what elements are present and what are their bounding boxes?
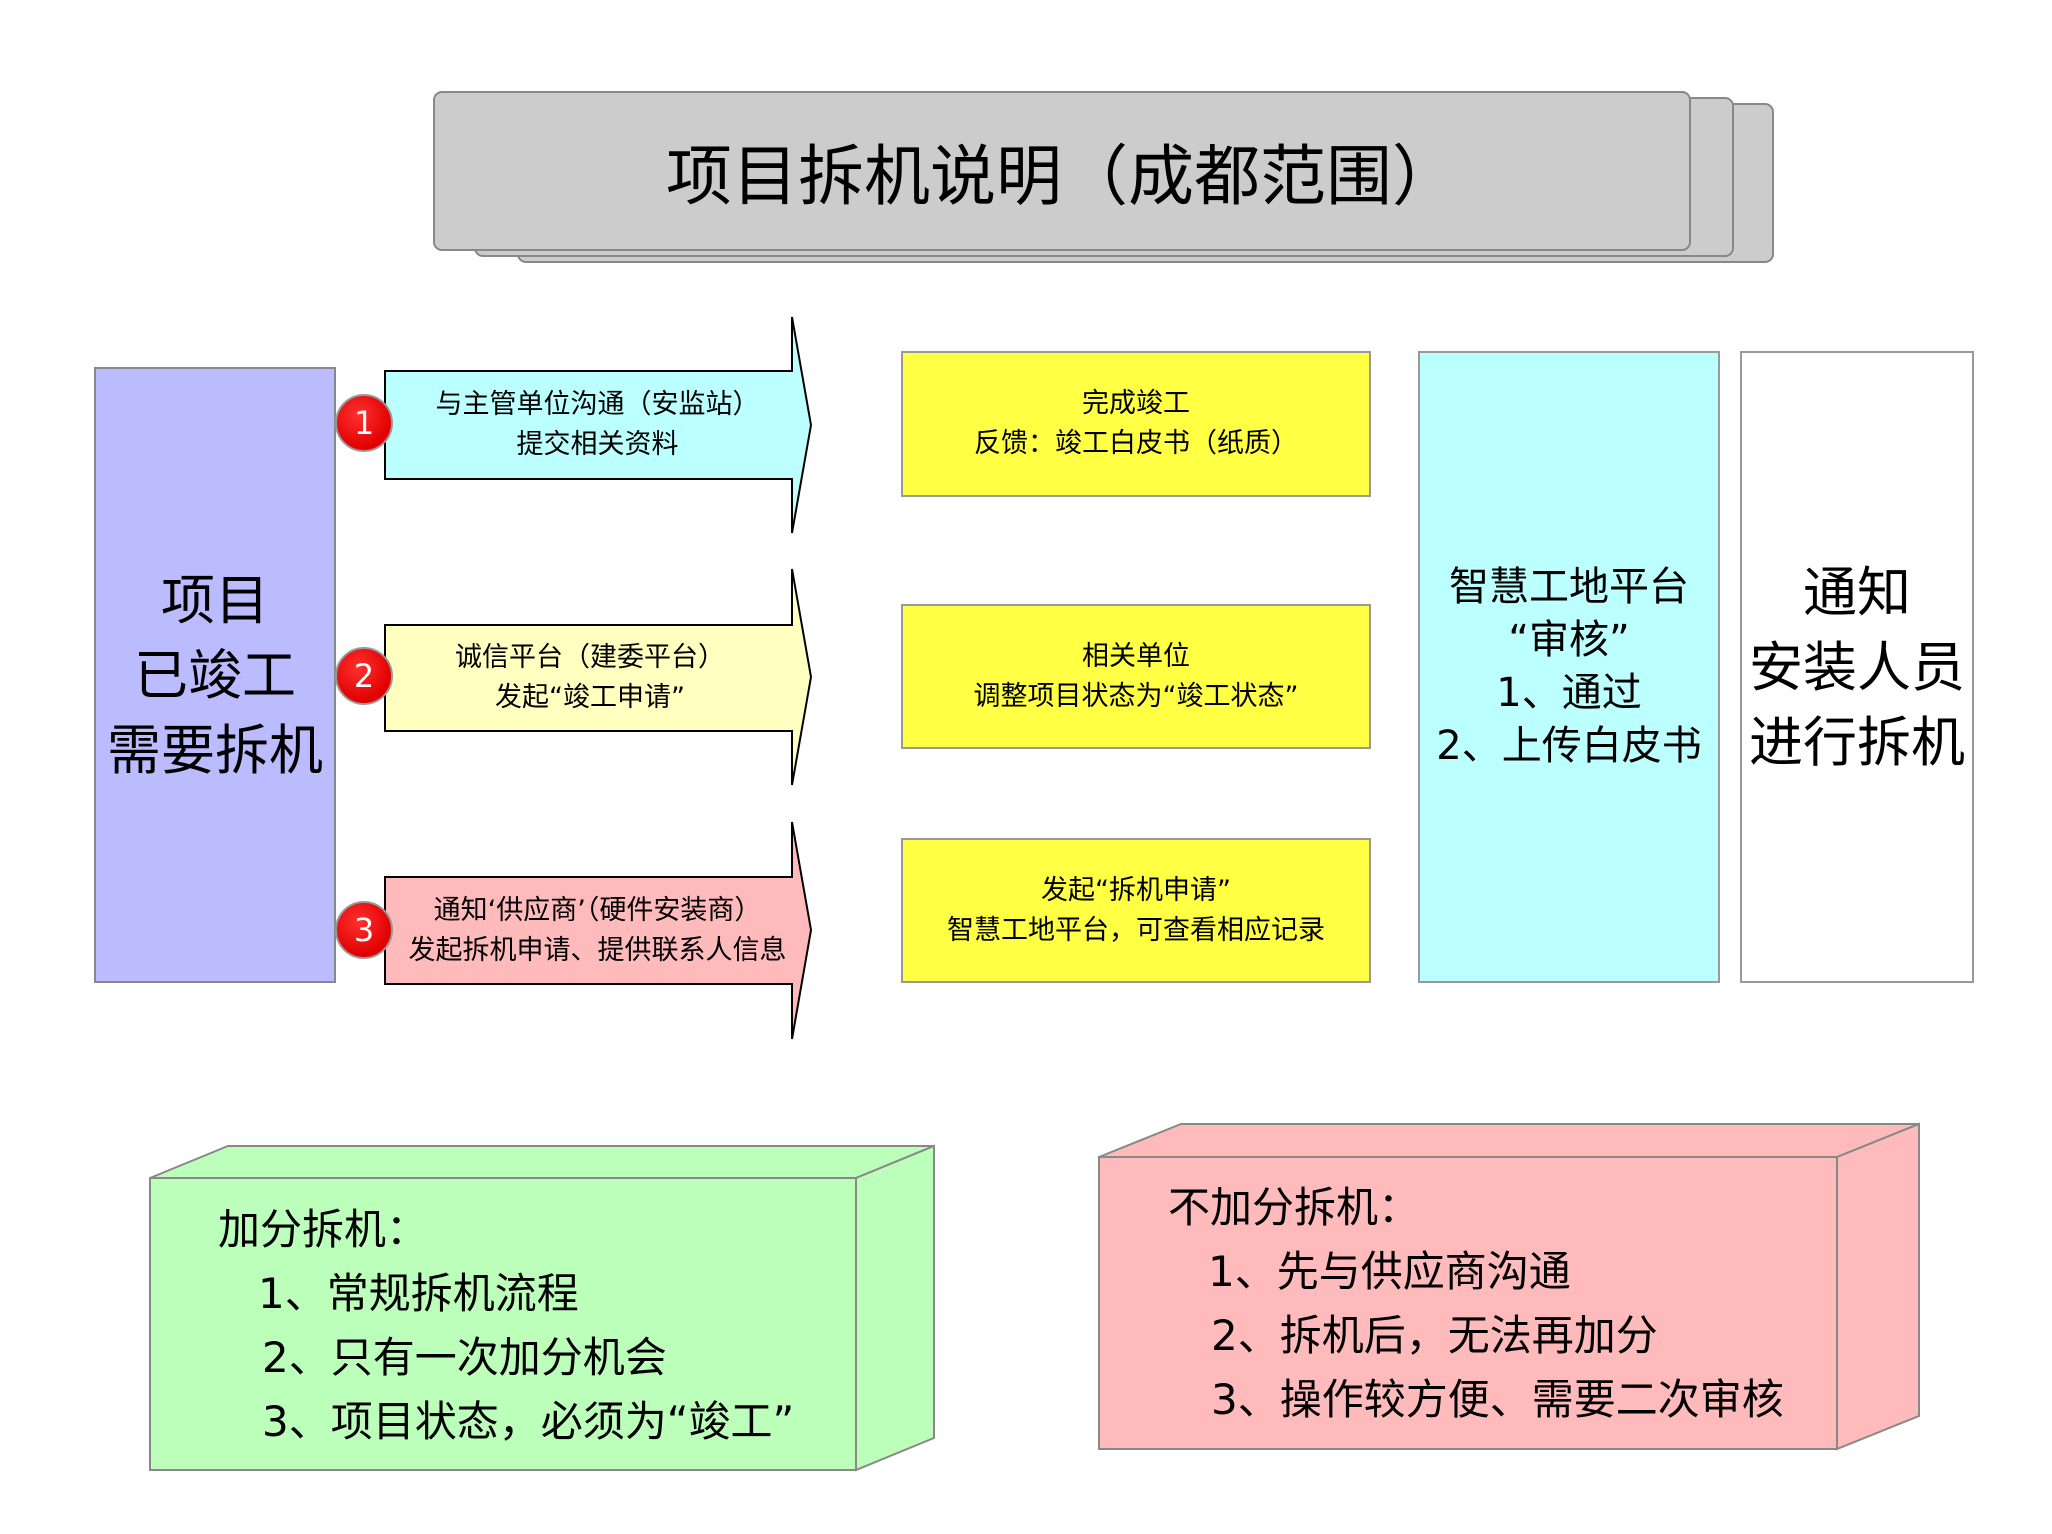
bonus-box-text: 加分拆机： 1、常规拆机流程 2、只有一次加分机会 3、项目状态，必须为“竣工” xyxy=(218,1198,794,1454)
bonus-item: 2、只有一次加分机会 xyxy=(262,1333,667,1382)
step-number-badge: 2 xyxy=(335,647,393,705)
step-line: 与主管单位沟通（安监站） xyxy=(435,389,760,420)
result-line: 相关单位 xyxy=(1082,640,1190,672)
result-box-3-shape xyxy=(901,838,1371,983)
review-box: 智慧工地平台 “审核” 1、通过 2、上传白皮书 xyxy=(1419,352,1719,982)
result-line: 反馈：竣工白皮书（纸质） xyxy=(974,428,1298,459)
arrow-1-shape xyxy=(384,316,813,534)
badge-number: 3 xyxy=(353,911,375,949)
step-line: 发起拆机申请、提供联系人信息 xyxy=(408,934,787,966)
no-bonus-item: 3、操作较方便、需要二次审核 xyxy=(1211,1375,1784,1424)
result-box-1: 完成竣工 反馈：竣工白皮书（纸质） xyxy=(902,352,1370,496)
notify-line: 通知 xyxy=(1803,560,1911,624)
arrow-3-shape xyxy=(384,821,813,1040)
notify-line: 进行拆机 xyxy=(1749,710,1965,774)
result-line: 发起“拆机申请” xyxy=(1041,874,1231,906)
left-box-line: 项目 xyxy=(161,568,269,632)
result-line: 调整项目状态为“竣工状态” xyxy=(973,680,1299,712)
left-box-line: 需要拆机 xyxy=(107,718,323,782)
result-box-3: 发起“拆机申请” 智慧工地平台，可查看相应记录 xyxy=(902,839,1370,982)
no-bonus-item: 1、先与供应商沟通 xyxy=(1208,1247,1571,1296)
review-line: 智慧工地平台 xyxy=(1449,564,1689,610)
result-box-2: 相关单位 调整项目状态为“竣工状态” xyxy=(902,605,1370,748)
bonus-item: 3、项目状态，必须为“竣工” xyxy=(262,1397,795,1446)
review-line: 2、上传白皮书 xyxy=(1436,723,1702,769)
result-box-2-shape xyxy=(901,604,1371,749)
step-line: 通知‘供应商’（硬件安装商） xyxy=(433,894,762,926)
title-text: 项目拆机说明（成都范围） xyxy=(666,138,1458,215)
step-line: 发起“竣工申请” xyxy=(495,682,685,713)
step-3-text: 通知‘供应商’（硬件安装商） 发起拆机申请、提供联系人信息 xyxy=(390,877,805,984)
no-bonus-title: 不加分拆机： xyxy=(1168,1183,1421,1232)
step-number-badge: 3 xyxy=(335,901,393,959)
bonus-box-top xyxy=(149,1145,935,1179)
no-bonus-box-text: 不加分拆机： 1、先与供应商沟通 2、拆机后，无法再加分 3、操作较方便、需要二… xyxy=(1168,1176,1784,1432)
result-box-1-shape xyxy=(901,351,1371,497)
step-line: 提交相关资料 xyxy=(516,429,679,460)
badge-number: 2 xyxy=(353,657,375,695)
notify-line: 安装人员 xyxy=(1749,635,1965,699)
review-line: 1、通过 xyxy=(1496,670,1642,716)
no-bonus-box-top xyxy=(1098,1123,1920,1158)
bonus-item: 1、常规拆机流程 xyxy=(258,1269,579,1318)
result-line: 完成竣工 xyxy=(1082,388,1190,419)
title-layer-front xyxy=(433,91,1691,251)
left-box: 项目 已竣工 需要拆机 xyxy=(95,368,335,982)
review-box-shape xyxy=(1418,351,1720,983)
notify-box: 通知 安装人员 进行拆机 xyxy=(1741,352,1973,982)
bonus-box-side xyxy=(855,1144,935,1472)
step-2-text: 诚信平台（建委平台） 发起“竣工申请” xyxy=(385,625,795,731)
bonus-box-front xyxy=(149,1177,857,1471)
step-1-text: 与主管单位沟通（安监站） 提交相关资料 xyxy=(385,371,810,479)
page-title: 项目拆机说明（成都范围） xyxy=(434,92,1690,250)
step-number-badge: 1 xyxy=(335,394,393,452)
result-line: 智慧工地平台，可查看相应记录 xyxy=(947,914,1325,946)
arrow-2-shape xyxy=(384,568,813,786)
no-bonus-item: 2、拆机后，无法再加分 xyxy=(1211,1311,1658,1360)
left-box-line: 已竣工 xyxy=(134,643,296,707)
review-line: “审核” xyxy=(1508,617,1630,663)
bonus-title: 加分拆机： xyxy=(218,1205,429,1254)
no-bonus-box-front xyxy=(1098,1156,1838,1450)
notify-box-shape xyxy=(1740,351,1974,983)
badge-number: 1 xyxy=(353,404,375,442)
no-bonus-box-side xyxy=(1836,1122,1920,1451)
step-line: 诚信平台（建委平台） xyxy=(455,642,725,673)
